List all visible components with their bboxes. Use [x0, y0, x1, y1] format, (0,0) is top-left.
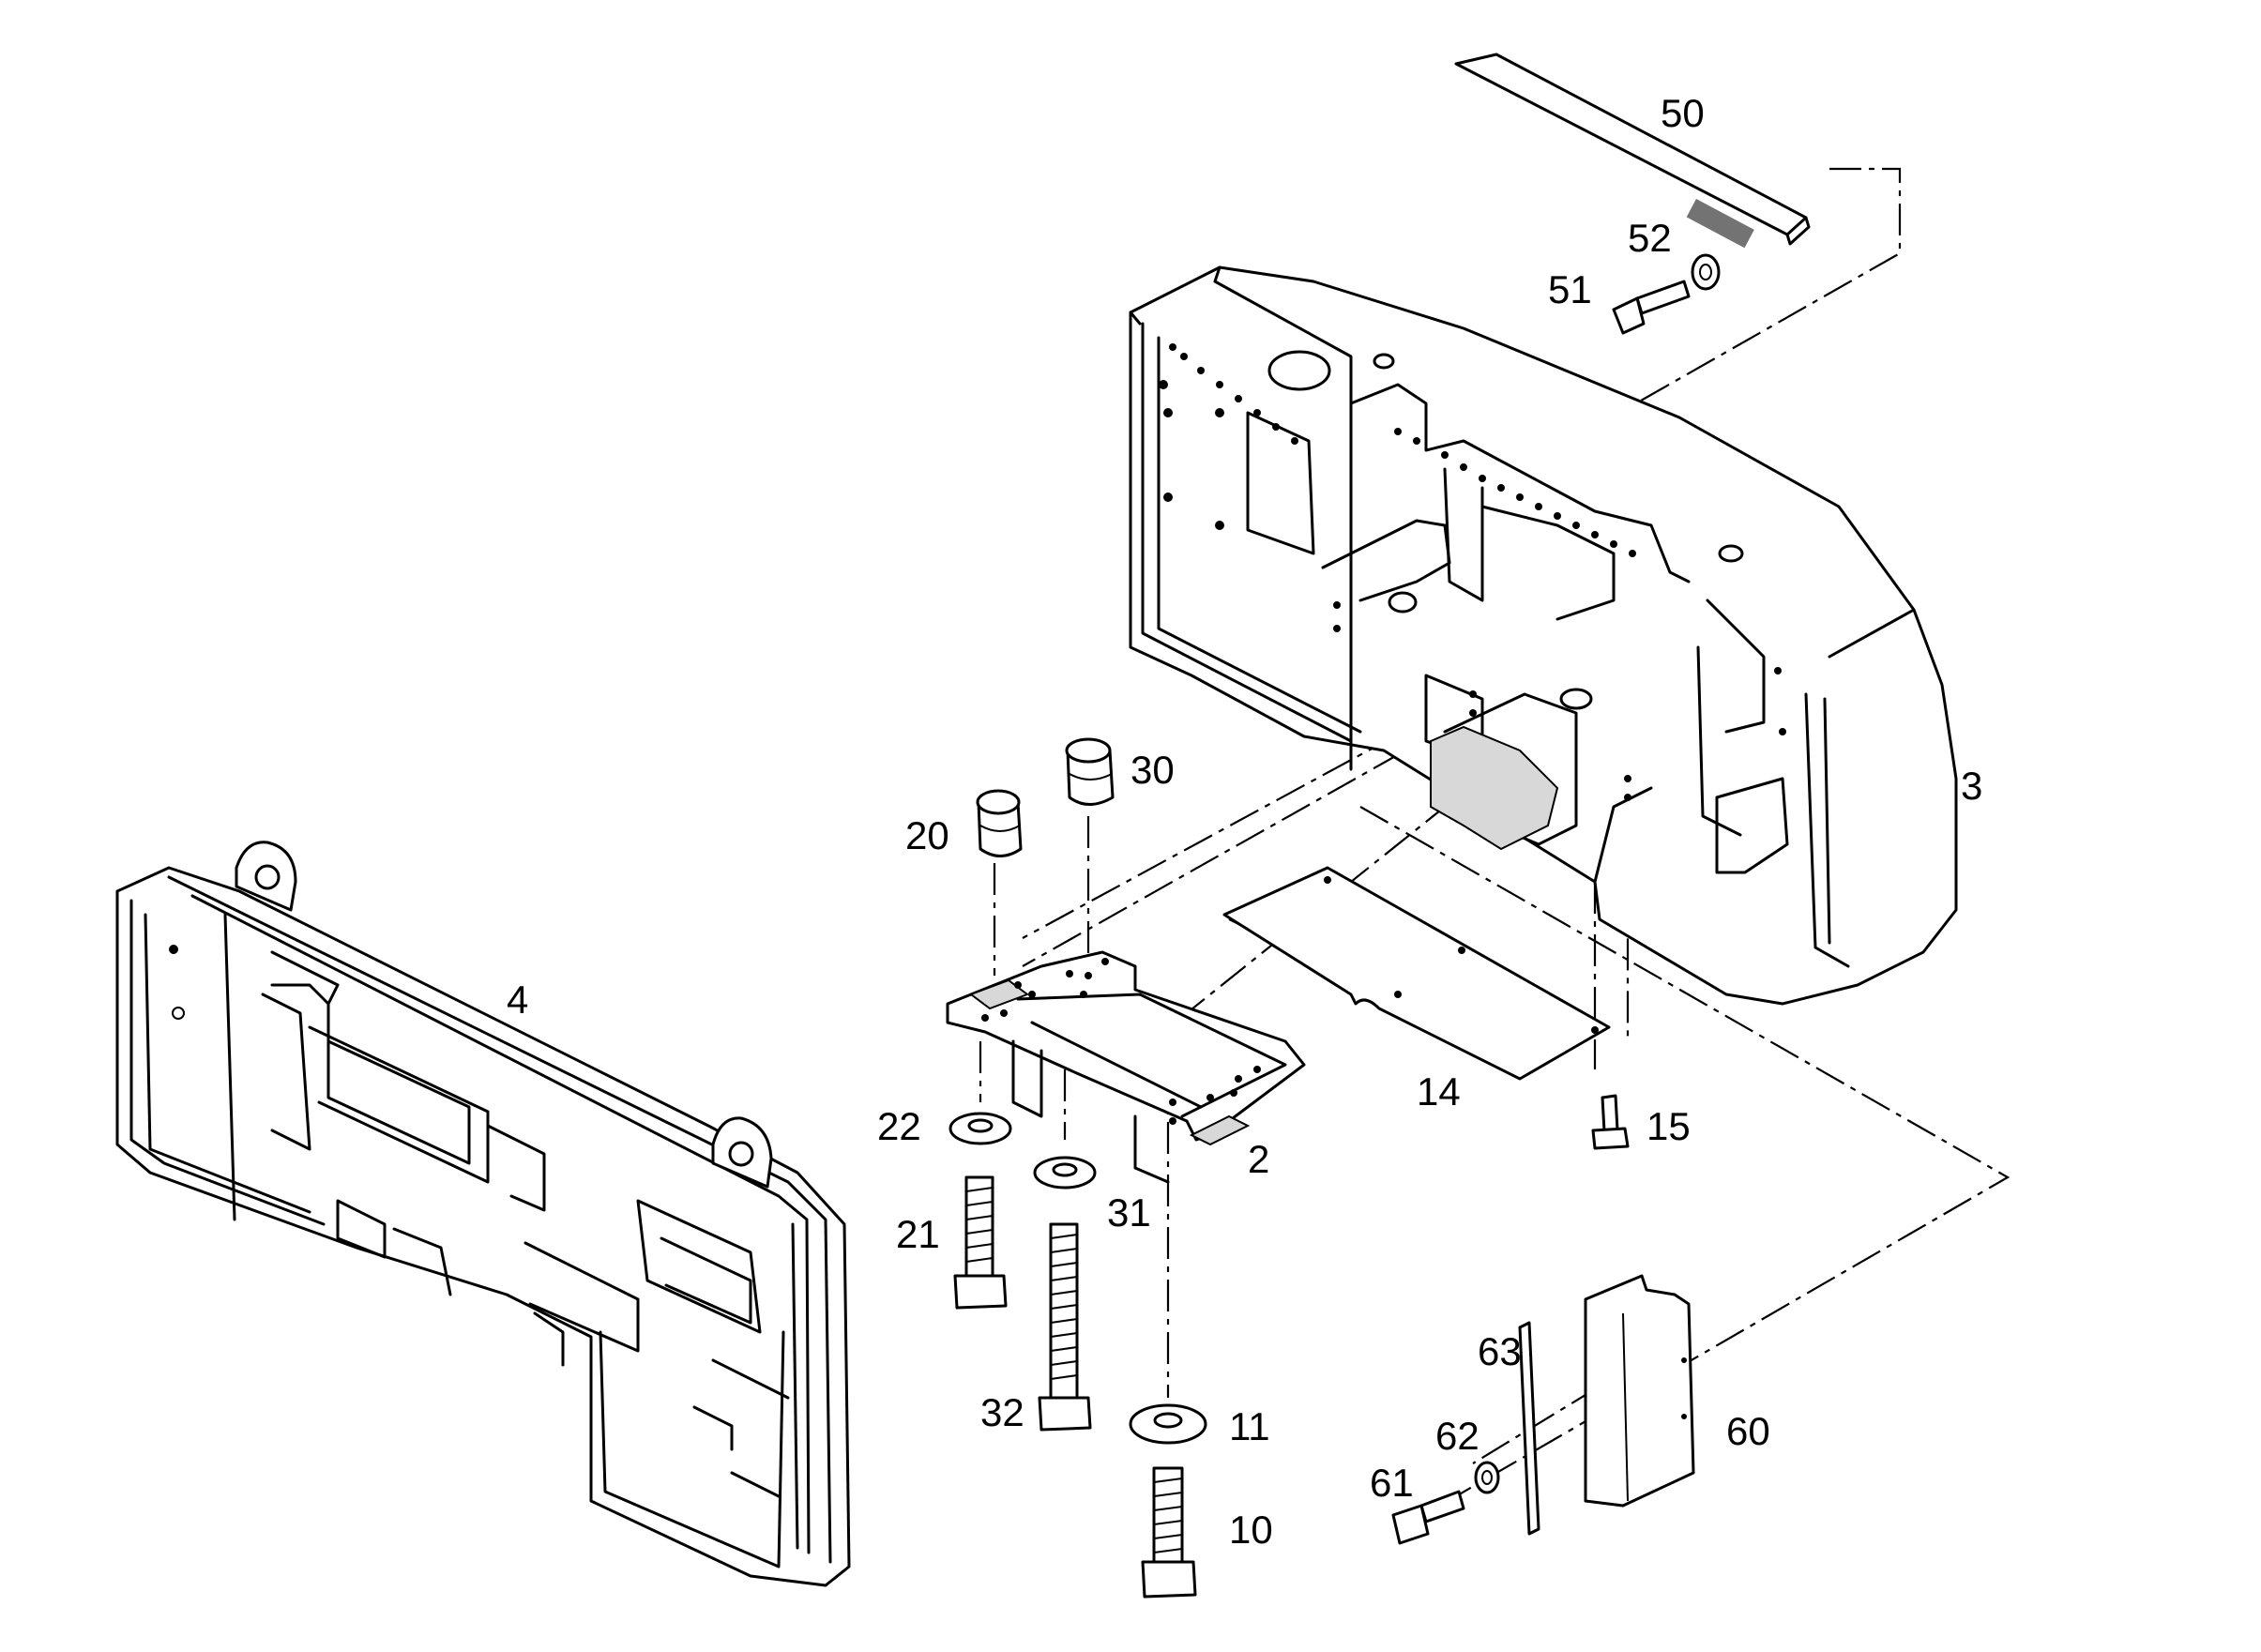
- callout-21: 21: [896, 1212, 940, 1256]
- callout-51: 51: [1548, 267, 1592, 311]
- part-10-bolt: [1141, 1466, 1197, 1599]
- callout-4: 4: [507, 978, 528, 1022]
- callout-31: 31: [1107, 1190, 1151, 1235]
- callout-3: 3: [1961, 764, 1982, 808]
- part-21-bolt: [953, 1175, 1008, 1310]
- callout-62: 62: [1435, 1414, 1480, 1458]
- callout-30: 30: [1130, 748, 1175, 792]
- callout-60: 60: [1726, 1409, 1770, 1453]
- part-30-buffer: [1065, 737, 1115, 806]
- callout-20: 20: [905, 813, 949, 857]
- part-32-bolt: [1038, 1222, 1092, 1432]
- part-15-bolt: [1591, 1094, 1630, 1150]
- part-52-washer: [1691, 253, 1721, 291]
- callout-10: 10: [1229, 1508, 1273, 1552]
- callout-50: 50: [1661, 91, 1705, 135]
- part-60-side-plate: [1584, 1274, 1695, 1508]
- part-20-buffer: [976, 789, 1023, 857]
- callout-22: 22: [877, 1104, 921, 1148]
- part-50-reflector-strip: [1454, 53, 1811, 249]
- callout-11: 11: [1229, 1404, 1270, 1448]
- callout-15: 15: [1646, 1104, 1691, 1148]
- callout-61: 61: [1370, 1461, 1414, 1505]
- callout-labels: 50 52 51 3 30 20 4 14 15 22 2 31 21 32 1…: [507, 91, 1982, 1552]
- part-14-cover-plate: [1222, 866, 1611, 1081]
- part-22-washer: [948, 1112, 1012, 1145]
- part-4-front-plate: [115, 841, 851, 1587]
- part-11-washer: [1129, 1403, 1207, 1445]
- part-3-counterweight-housing: [1129, 265, 1958, 1006]
- part-31-washer: [1033, 1156, 1097, 1190]
- part-2-bracket: [946, 950, 1306, 1184]
- callout-14: 14: [1417, 1069, 1461, 1114]
- callout-63: 63: [1478, 1329, 1522, 1373]
- part-63-gasket: [1518, 1321, 1540, 1536]
- part-61-bolt: [1391, 1490, 1465, 1545]
- part-62-washer: [1474, 1461, 1500, 1494]
- callout-32: 32: [980, 1390, 1024, 1434]
- part-51-bolt: [1612, 280, 1691, 335]
- callout-52: 52: [1628, 216, 1672, 260]
- callout-2: 2: [1248, 1137, 1269, 1181]
